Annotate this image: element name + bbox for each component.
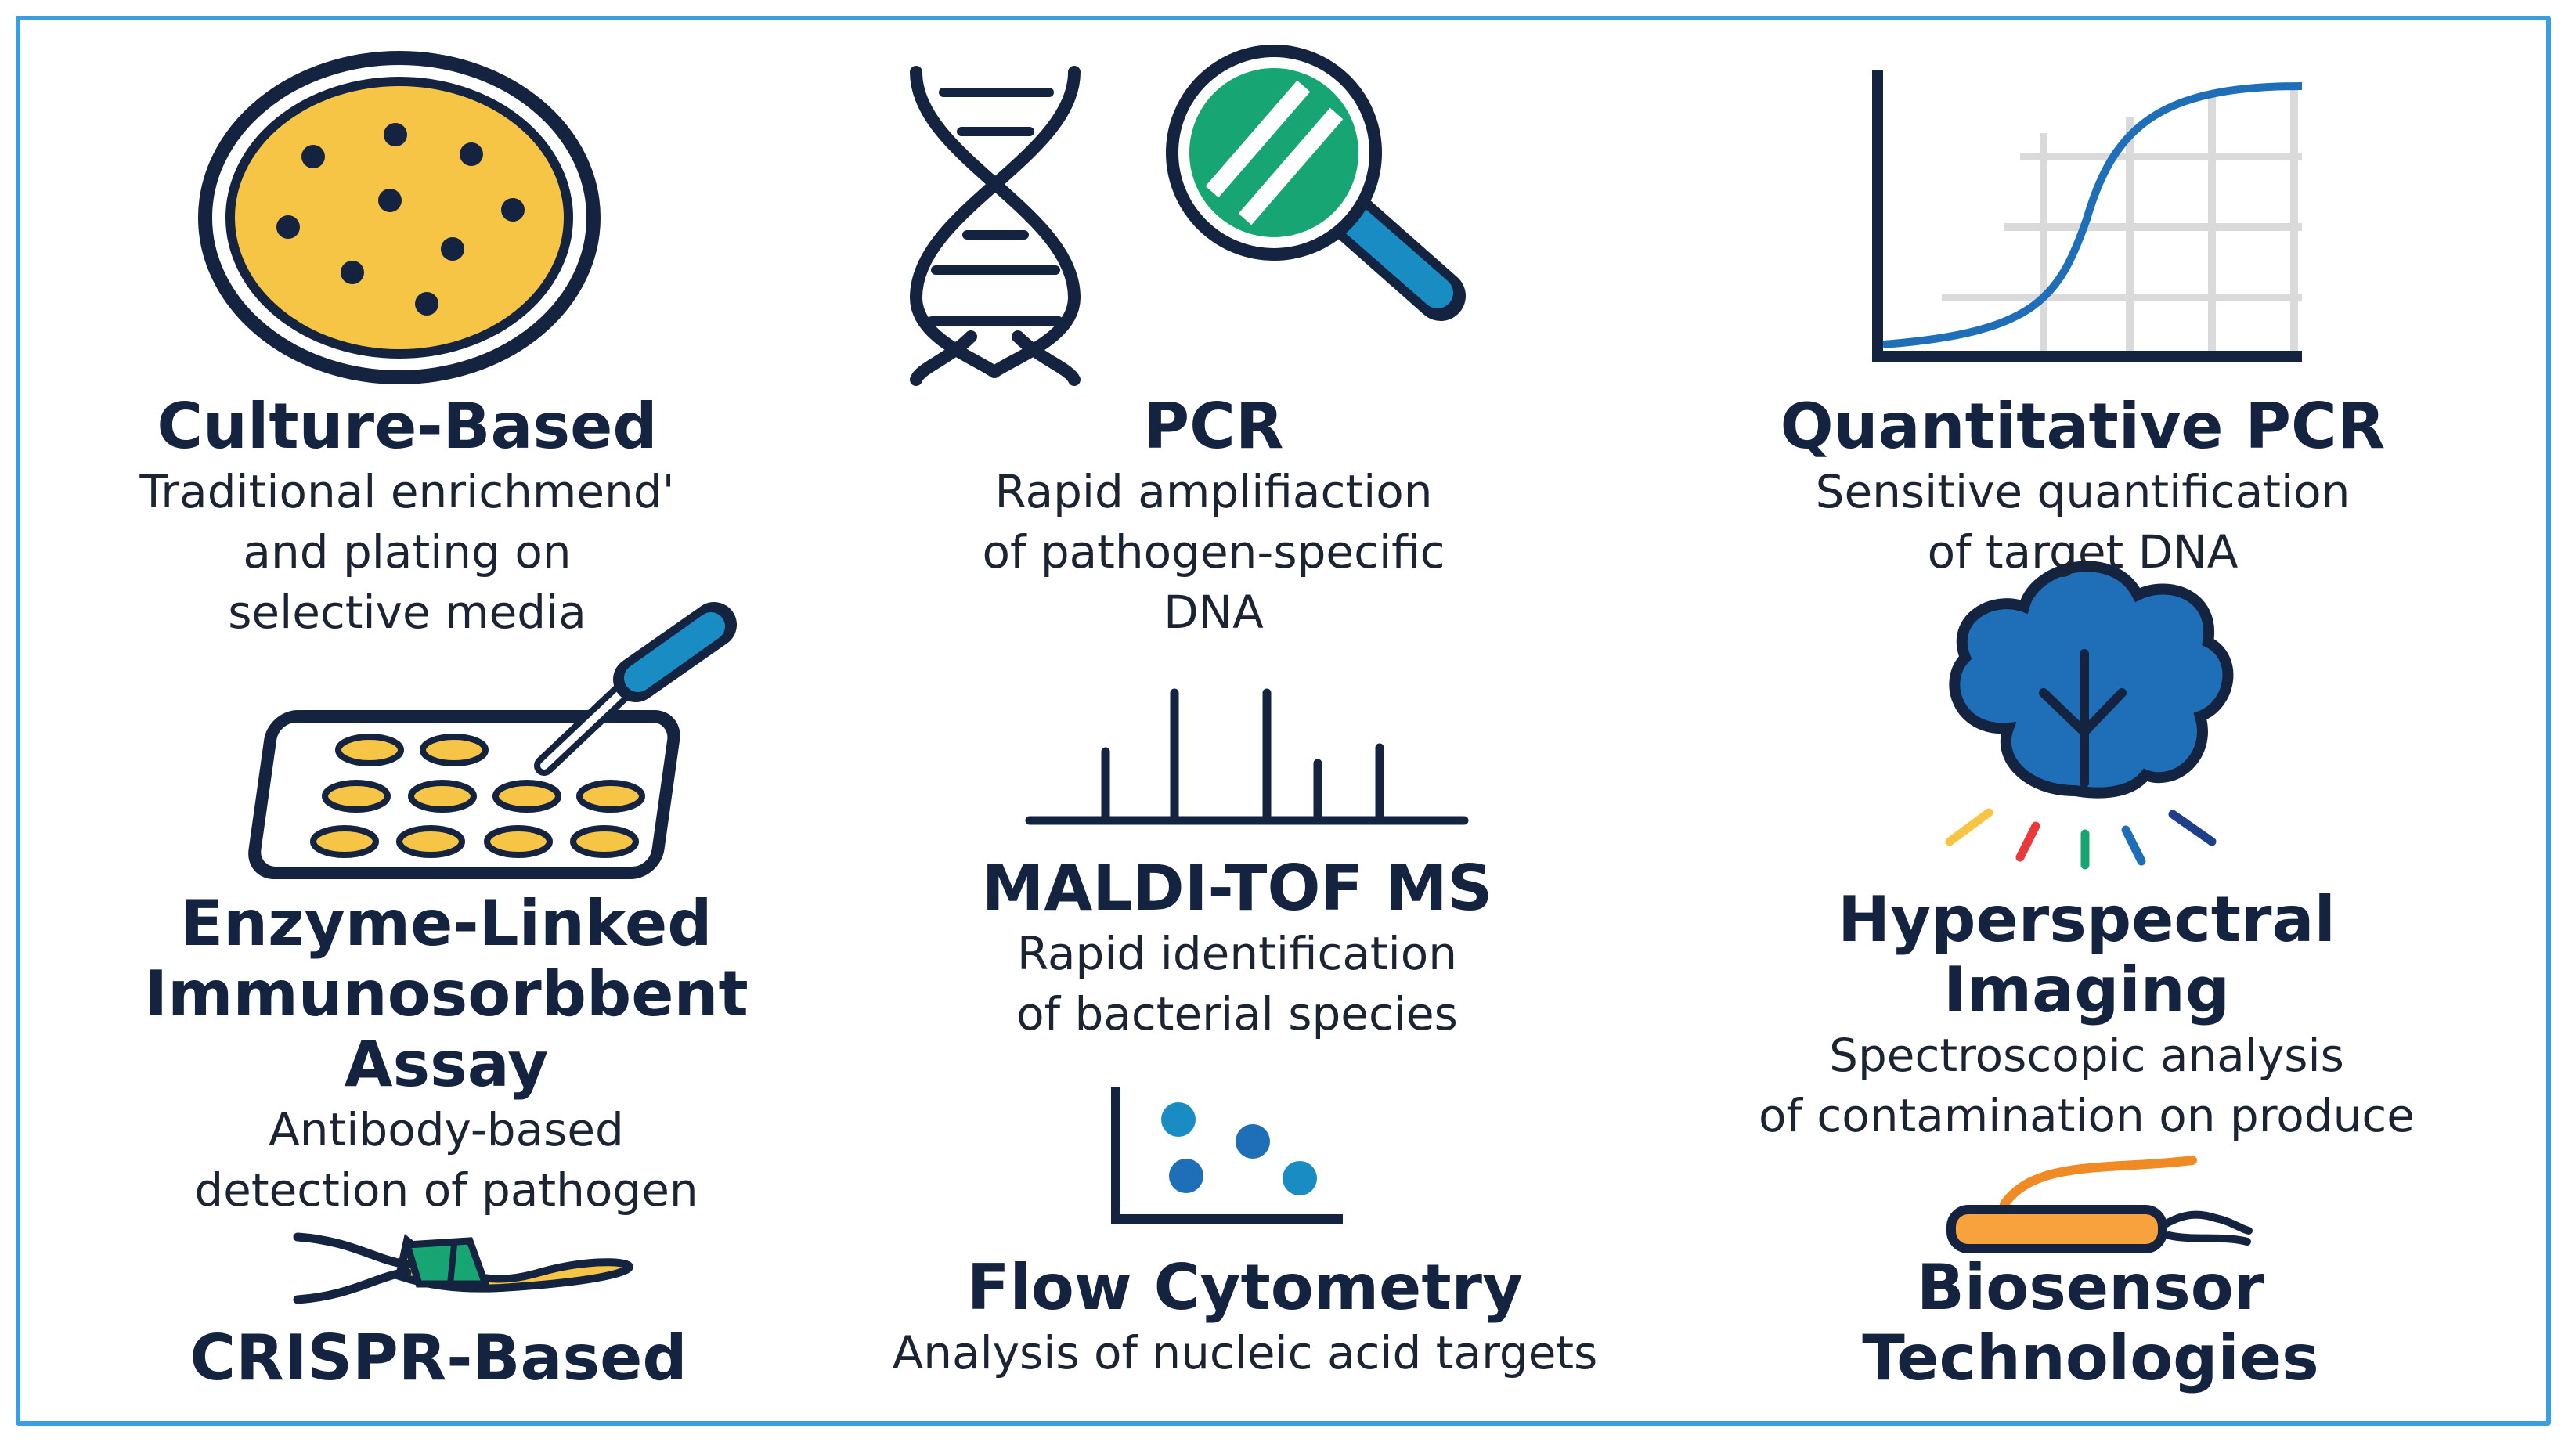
- pcr-desc: Rapid amplifiaction of pathogen-specific…: [982, 465, 1445, 639]
- hyperspectral-desc: Spectroscopic analysis of contamination …: [1759, 1029, 2415, 1142]
- method-culture: Culture-Based Traditional enrichmend' an…: [70, 391, 744, 643]
- method-biosensor: Biosensor Technologies: [1770, 1253, 2412, 1394]
- flow-desc: Analysis of nucleic acid targets: [892, 1326, 1598, 1379]
- flow-title: Flow Cytometry: [966, 1251, 1524, 1324]
- mass-spectrum-icon: [1025, 688, 1469, 825]
- elisa-title: Enzyme-Linked Immunosorbbent Assay: [144, 887, 749, 1101]
- biosensor-device-icon: [1946, 1156, 2253, 1253]
- culture-desc: Traditional enrichmend' and plating on s…: [139, 465, 675, 639]
- method-pcr: PCR Rapid amplifiaction of pathogen-spec…: [861, 391, 1566, 643]
- qpcr-title: Quantitative PCR: [1780, 390, 2386, 463]
- magnifier-icon: [1166, 45, 1466, 321]
- crispr-guide-icon: [293, 1232, 633, 1304]
- well-plate-pipette-icon: [248, 602, 737, 879]
- method-elisa: Enzyme-Linked Immunosorbbent Assay Antib…: [63, 889, 830, 1221]
- maldi-title: MALDI-TOF MS: [981, 852, 1493, 925]
- pcr-title: PCR: [1143, 390, 1284, 463]
- dna-helix-icon: [909, 66, 1081, 386]
- amplification-curve-icon: [1872, 70, 2303, 362]
- qpcr-desc: Sensitive quantification of target DNA: [1815, 465, 2351, 579]
- hyperspectral-title: Hyperspectral Imaging: [1838, 883, 2336, 1026]
- method-flow: Flow Cytometry Analysis of nucleic acid …: [853, 1253, 1636, 1383]
- method-maldi: MALDI-TOF MS Rapid identification of bac…: [885, 853, 1589, 1044]
- culture-title: Culture-Based: [157, 390, 658, 463]
- method-hyperspectral: Hyperspectral Imaging Spectroscopic anal…: [1691, 885, 2482, 1146]
- leaf-spectrum-icon: [1945, 561, 2234, 870]
- crispr-title: CRISPR-Based: [189, 1322, 687, 1394]
- maldi-desc: Rapid identification of bacterial specie…: [1016, 927, 1458, 1040]
- elisa-desc: Antibody-based detection of pathogen: [194, 1103, 698, 1217]
- method-crispr: CRISPR-Based: [117, 1323, 759, 1394]
- scatter-plot-icon: [1111, 1087, 1343, 1224]
- biosensor-title: Biosensor Technologies: [1862, 1251, 2319, 1394]
- petri-dish-icon: [198, 51, 601, 384]
- method-qpcr: Quantitative PCR Sensitive quantificatio…: [1683, 391, 2482, 582]
